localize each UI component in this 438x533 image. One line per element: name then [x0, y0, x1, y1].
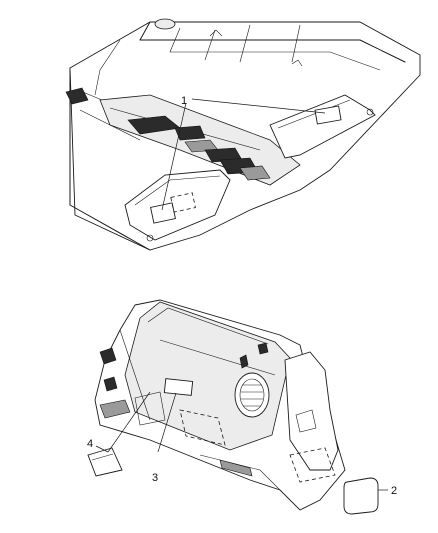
part-4-card: [87, 447, 123, 477]
headliner-assembly: [65, 18, 421, 251]
callout-1: 1: [181, 95, 187, 107]
callout-4: 4: [87, 438, 93, 450]
glovebox-assembly: [94, 299, 346, 511]
part-2-cap: [343, 477, 379, 515]
callout-3: 3: [152, 472, 158, 484]
callout-2: 2: [391, 485, 397, 497]
leader-lines: [95, 98, 388, 491]
